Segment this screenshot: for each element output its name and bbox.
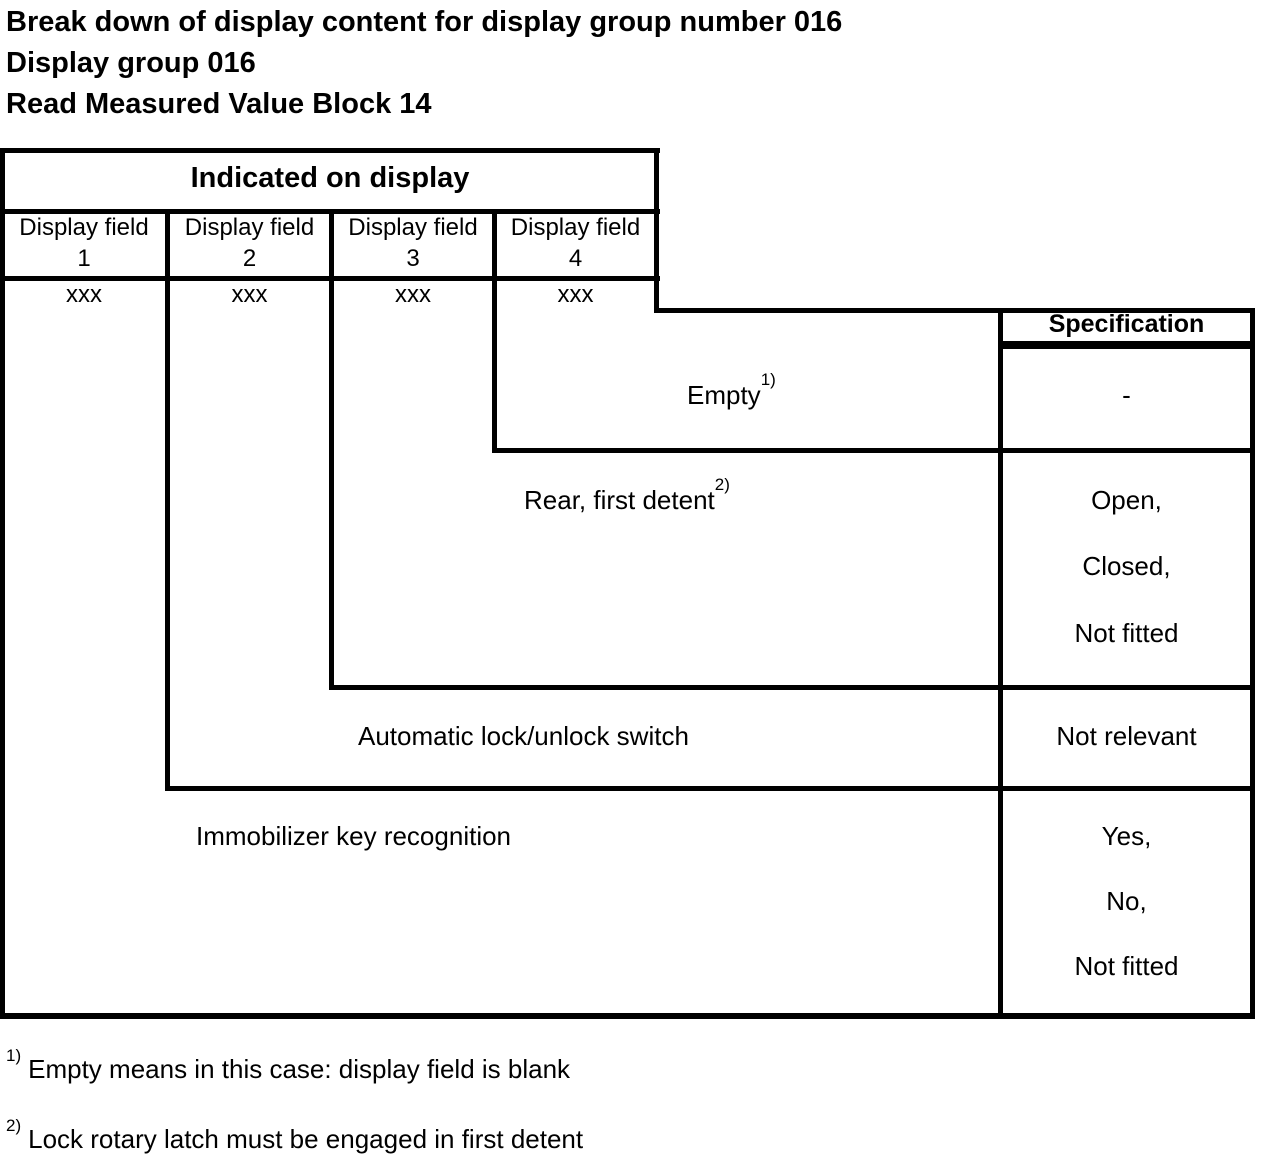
footnote-1: 1) Empty means in this case: display fiel…: [6, 1047, 571, 1086]
row-label-immo-text: Immobilizer key recognition: [196, 821, 512, 851]
spec-rear-value-closed: Closed,: [1082, 551, 1171, 581]
column-divider-2-3: [329, 209, 334, 690]
specification-right-border: [1250, 308, 1255, 1019]
row-label-rear-text: Rear, first detent: [524, 485, 715, 515]
column-header-3-label: Display field: [348, 214, 478, 241]
specification-left-border: [998, 308, 1003, 1019]
column-header-4-label: Display field: [510, 214, 641, 241]
column-header-1-number: 1: [77, 245, 91, 272]
row-rear-bottom-border: [329, 685, 1255, 690]
footnote-1-marker: 1): [6, 1046, 22, 1066]
footnote-ref-2: 2): [714, 475, 730, 495]
column-divider-1-2: [165, 209, 170, 791]
spec-empty-value: -: [1122, 380, 1131, 410]
column-header-4: Display field 4: [497, 212, 654, 274]
footnote-2-marker: 2): [6, 1116, 22, 1136]
spec-immo-value-no: No,: [1106, 886, 1147, 916]
specification-header-underline: [998, 341, 1255, 349]
table-left-border: [0, 148, 5, 1019]
column-header-3: Display field 3: [334, 212, 492, 274]
footnote-ref-1: 1): [760, 370, 776, 390]
footnote-2-text: Lock rotary latch must be engaged in fir…: [28, 1124, 584, 1154]
spec-immo-value-notfitted: Not fitted: [1074, 951, 1179, 981]
display-field-3-value: xxx: [395, 281, 431, 308]
row-label-empty-text: Empty: [687, 380, 761, 410]
display-field-2-value: xxx: [231, 281, 268, 308]
footnote-2: 2) Lock rotary latch must be engaged in f…: [6, 1117, 584, 1156]
column-header-2-number: 2: [242, 245, 257, 272]
table-bottom-border: [0, 1013, 1255, 1019]
column-header-1: Display field 1: [3, 212, 165, 274]
row-label-auto-text: Automatic lock/unlock switch: [358, 721, 689, 751]
specification-header: Specification: [1048, 310, 1205, 338]
spec-auto-value: Not relevant: [1056, 721, 1197, 751]
row-label-immobilizer-key: Immobilizer key recognition: [196, 821, 511, 851]
display-field-4-value: xxx: [557, 281, 594, 308]
spec-rear-value-open: Open,: [1091, 485, 1162, 515]
table-right-border-top: [654, 148, 659, 313]
spec-rear-value-notfitted: Not fitted: [1074, 618, 1179, 648]
column-header-3-number: 3: [406, 245, 420, 272]
column-divider-3-4: [492, 209, 497, 453]
footnote-1-text: Empty means in this case: display field …: [28, 1054, 571, 1084]
row-auto-bottom-border: [165, 786, 1255, 791]
title-line-1: Break down of display content for displa…: [6, 6, 843, 38]
title-line-2: Display group 016: [6, 47, 256, 79]
row-label-empty: Empty1): [687, 371, 776, 410]
step-line-to-specification: [654, 308, 1255, 313]
row-label-automatic-lock-unlock: Automatic lock/unlock switch: [358, 721, 689, 751]
spec-immo-value-yes: Yes,: [1101, 821, 1152, 851]
column-header-2: Display field 2: [170, 212, 329, 274]
title-line-3: Read Measured Value Block 14: [6, 88, 432, 120]
table-top-border: [0, 148, 660, 153]
page-title: Break down of display content for displa…: [6, 2, 842, 125]
column-header-1-label: Display field: [19, 214, 149, 241]
row-empty-bottom-border: [492, 448, 1255, 453]
column-header-2-label: Display field: [184, 214, 315, 241]
indicated-on-display-header: Indicated on display: [190, 162, 470, 194]
display-field-1-value: xxx: [66, 281, 102, 308]
column-header-4-number: 4: [568, 245, 583, 272]
row-label-rear-first-detent: Rear, first detent2): [524, 476, 730, 515]
